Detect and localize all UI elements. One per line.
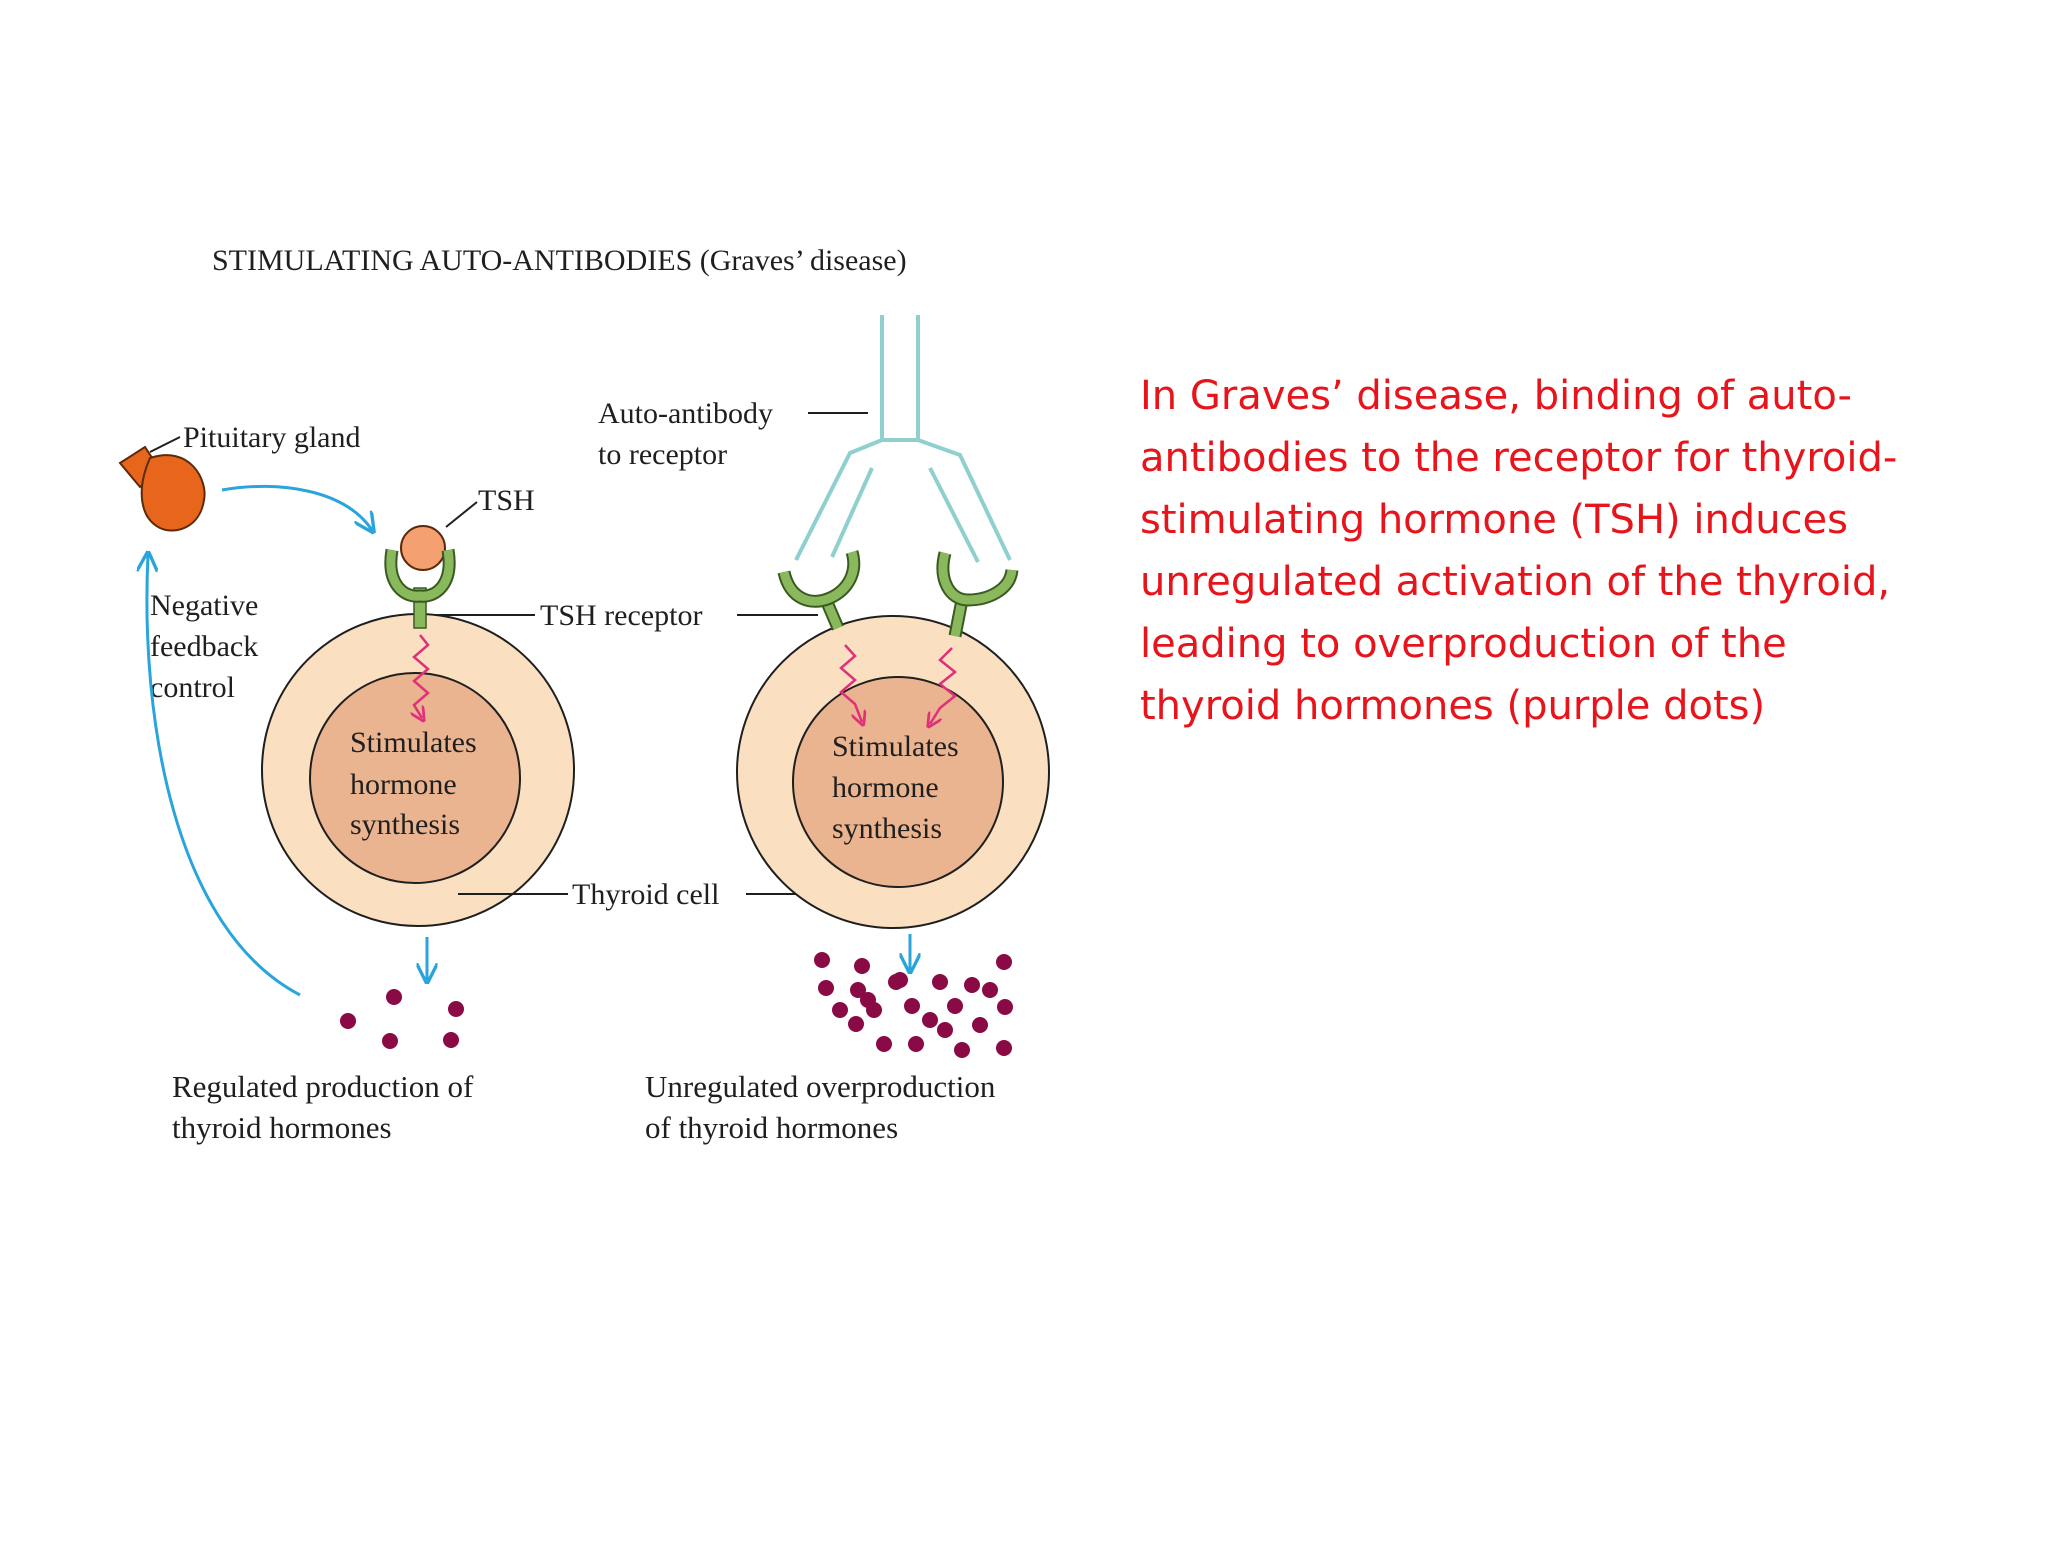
regulated-hormone-dot: [448, 1001, 464, 1017]
regulated-caption: Regulated production of thyroid hormones: [172, 1069, 481, 1145]
unregulated-hormone-dot: [972, 1017, 988, 1033]
unregulated-hormone-dot: [982, 982, 998, 998]
left-tsh-receptor-icon: [384, 548, 456, 629]
regulated-hormone-dots: [340, 989, 464, 1049]
tsh-molecule-icon: [400, 525, 446, 571]
unregulated-hormone-dot: [854, 958, 870, 974]
unregulated-hormone-dot: [876, 1036, 892, 1052]
pituitary-leader-line: [149, 436, 181, 453]
unregulated-hormone-dot: [814, 952, 830, 968]
regulated-hormone-dot: [443, 1032, 459, 1048]
regulated-hormone-dot: [340, 1013, 356, 1029]
negative-feedback-label: Negative feedback control: [150, 589, 266, 704]
unregulated-hormone-dot: [892, 972, 908, 988]
unregulated-caption: Unregulated overproduction of thyroid ho…: [645, 1069, 1003, 1145]
unregulated-hormone-dot: [848, 1016, 864, 1032]
unregulated-hormone-dot: [860, 992, 876, 1008]
unregulated-hormone-dot: [932, 974, 948, 990]
unregulated-hormone-dot: [964, 977, 980, 993]
unregulated-hormone-dot: [954, 1042, 970, 1058]
right-signal-arrow-1: [839, 644, 862, 722]
pituitary-to-tsh-arrow: [221, 484, 372, 530]
auto-antibody-label: Auto-antibody to receptor: [598, 397, 780, 471]
auto-antibody-icon: [794, 315, 1012, 563]
pituitary-gland-label: Pituitary gland: [183, 421, 360, 454]
unregulated-hormone-dot: [832, 1002, 848, 1018]
regulated-hormone-dot: [386, 989, 402, 1005]
unregulated-hormone-dot: [850, 982, 866, 998]
right-tsh-receptor-1-icon: [777, 550, 861, 631]
left-thyroid-cell: [261, 613, 575, 927]
negative-feedback-arrow: [147, 555, 301, 997]
left-signal-arrow: [414, 634, 430, 718]
explanation-text: In Graves’ disease, binding of auto- ant…: [1140, 373, 1898, 729]
left-stimulates-label: Stimulates hormone synthesis: [350, 726, 484, 841]
tsh-receptor-label: TSH receptor: [540, 599, 702, 632]
right-cell-nucleus: [792, 676, 1004, 888]
unregulated-hormone-dot: [996, 954, 1012, 970]
right-stimulates-label: Stimulates hormone synthesis: [832, 730, 966, 845]
unregulated-hormone-dot: [922, 1012, 938, 1028]
diagram-title: STIMULATING AUTO-ANTIBODIES (Graves’ dis…: [212, 244, 907, 277]
thyroid-cell-label: Thyroid cell: [572, 878, 719, 911]
regulated-hormone-dot: [382, 1033, 398, 1049]
right-thyroid-cell: [736, 615, 1050, 929]
tsh-leader-line: [445, 501, 478, 528]
right-signal-arrow-2: [930, 647, 958, 724]
left-cell-nucleus: [309, 672, 521, 884]
unregulated-hormone-dot: [904, 998, 920, 1014]
unregulated-hormone-dot: [937, 1022, 953, 1038]
unregulated-hormone-dot: [947, 998, 963, 1014]
unregulated-hormone-dots: [814, 952, 1013, 1058]
unregulated-hormone-dot: [818, 980, 834, 996]
pituitary-gland-icon: [118, 445, 206, 532]
unregulated-hormone-dot: [997, 999, 1013, 1015]
tsh-label: TSH: [478, 484, 535, 517]
unregulated-hormone-dot: [908, 1036, 924, 1052]
right-tsh-receptor-2-icon: [936, 551, 1019, 638]
unregulated-hormone-dot: [996, 1040, 1012, 1056]
